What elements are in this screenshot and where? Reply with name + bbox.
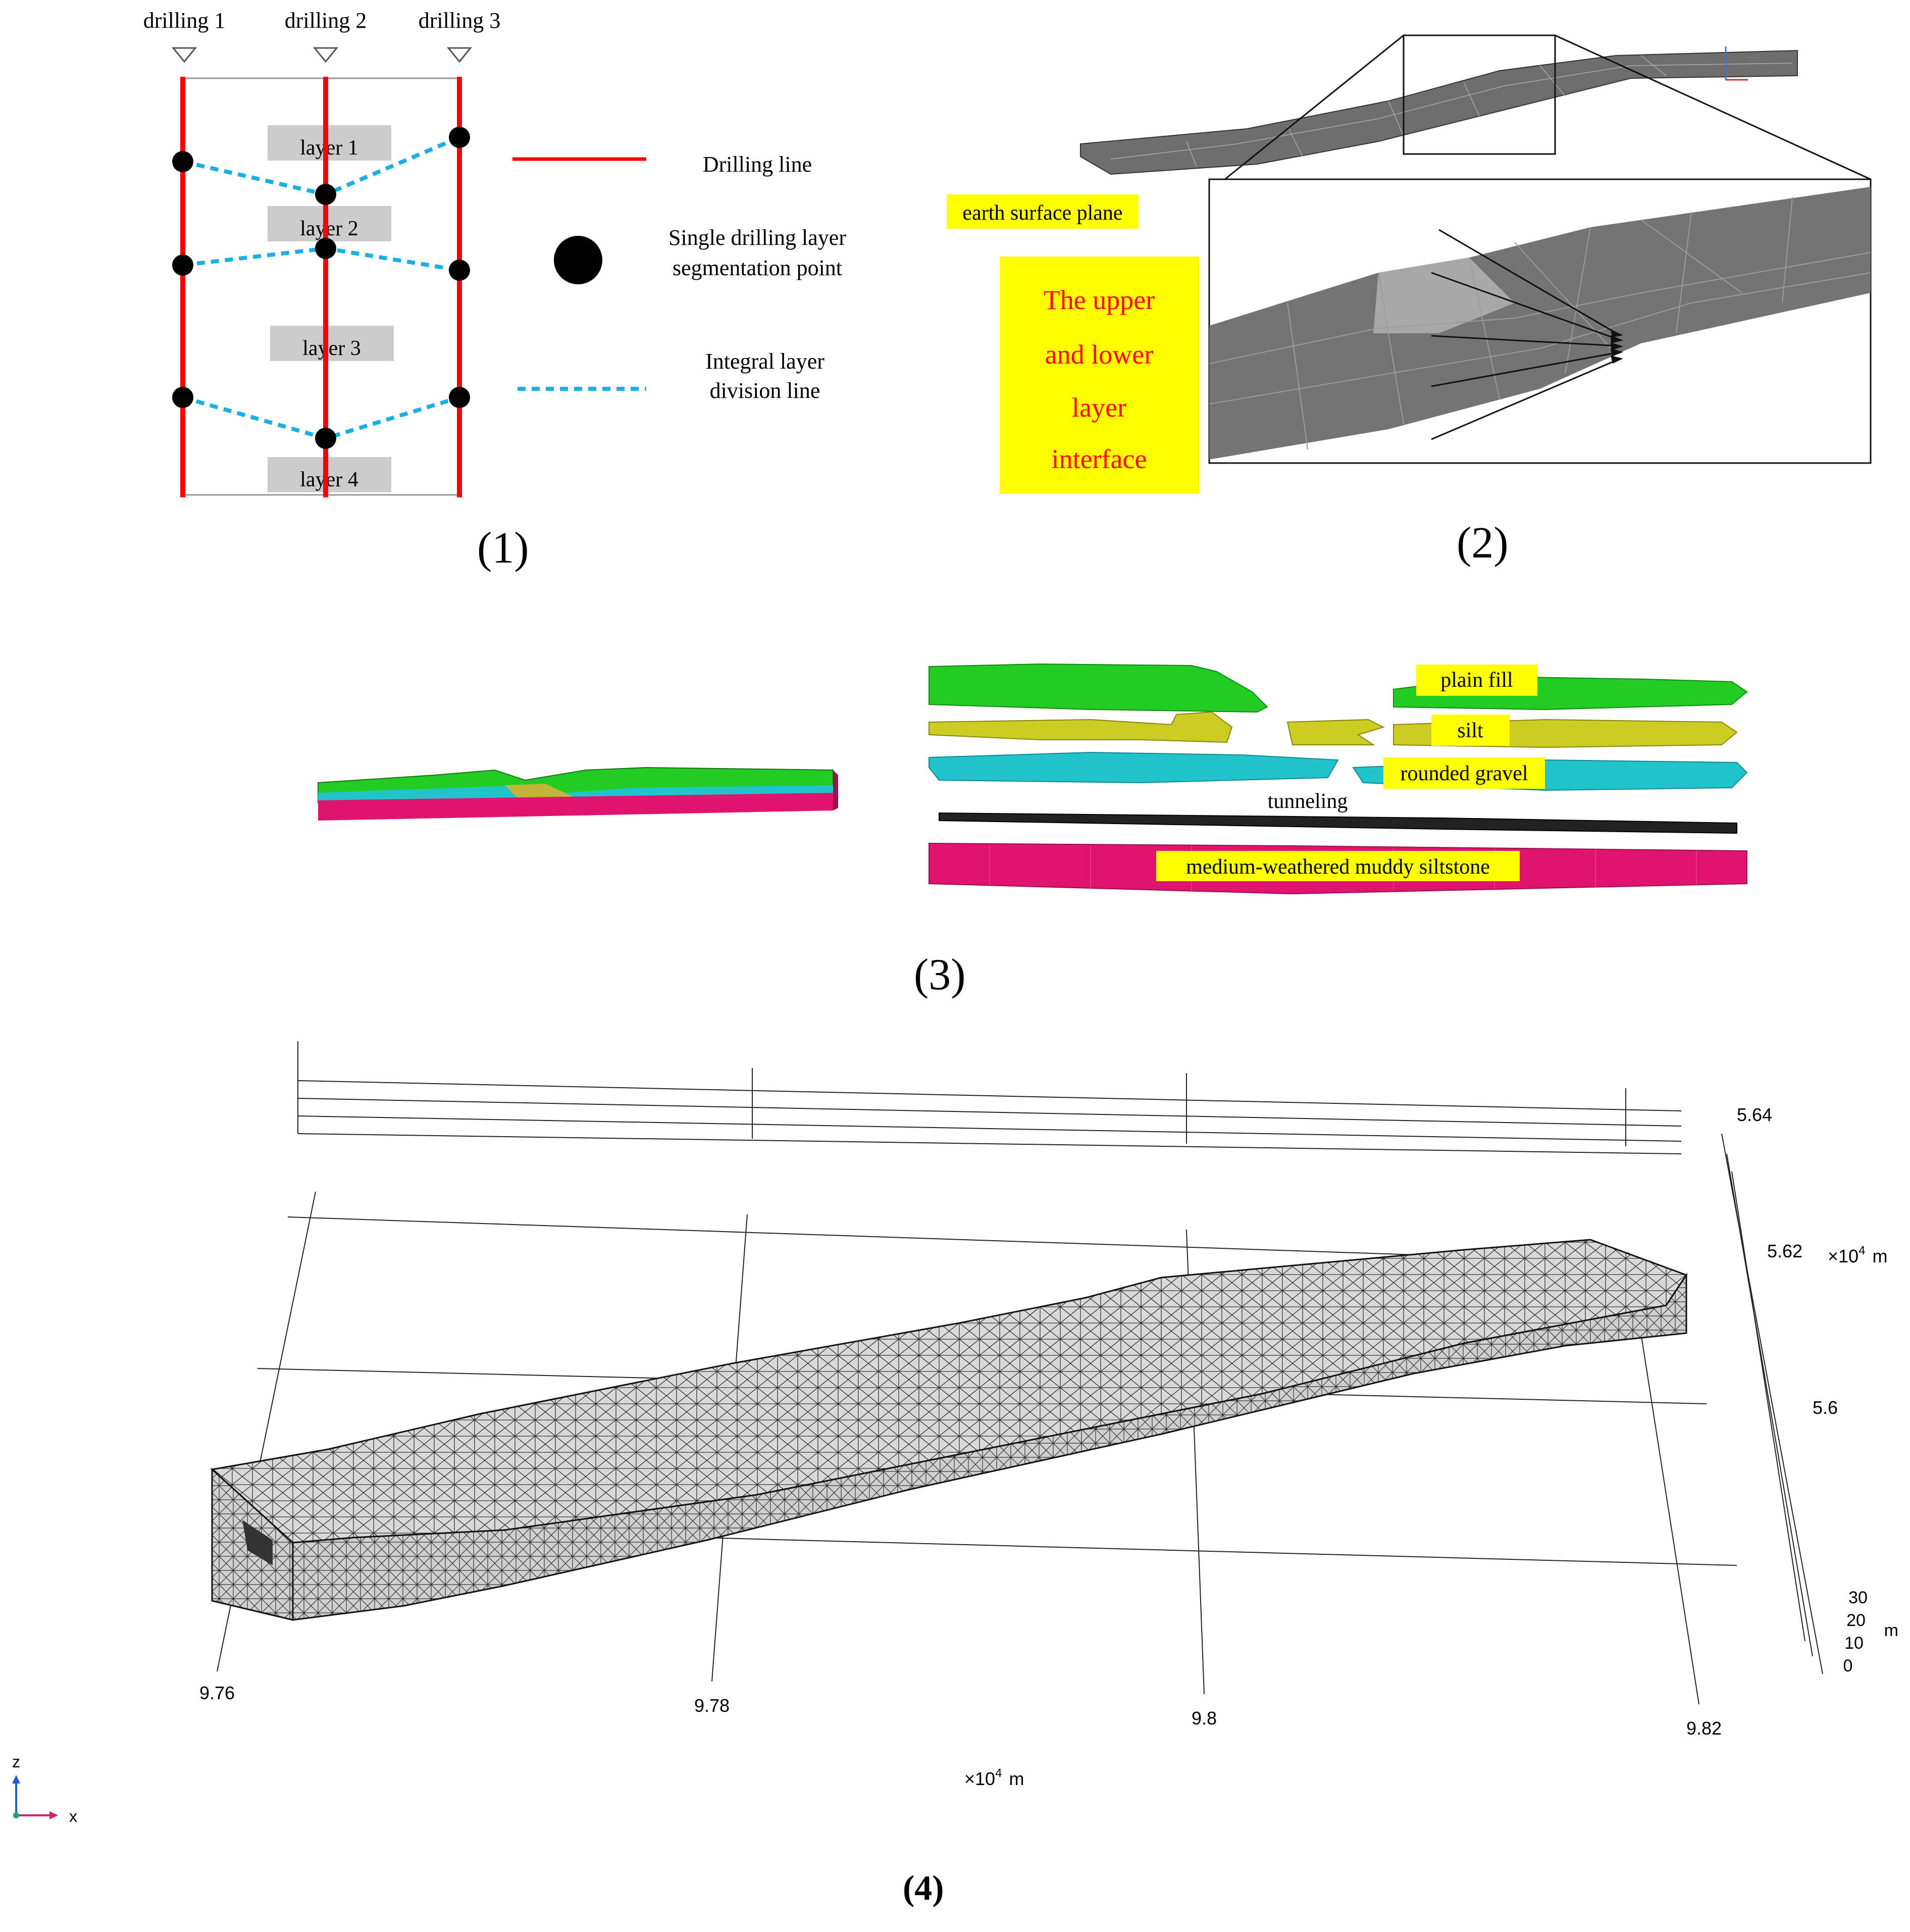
- panel-3-stratigraphic-model: plain fill silt rounded gravel tunneling…: [283, 646, 1797, 929]
- layer-1-box: [268, 125, 391, 161]
- drilling-2-label: drilling 2: [285, 8, 367, 33]
- zoom-detail-model: [1209, 187, 1871, 460]
- panel-3-svg: plain fill silt rounded gravel tunneling…: [318, 663, 1748, 895]
- x-tick-label: 9.8: [1192, 1708, 1217, 1728]
- panel-2-svg: earth surface plane The upper and lower …: [947, 34, 1872, 494]
- overview-model: [1080, 49, 1798, 175]
- zoom-box: [1403, 34, 1556, 155]
- x-tick-label: 9.76: [199, 1683, 235, 1703]
- legend-point-label-2: segmentation point: [673, 256, 842, 280]
- layer-3-box: [270, 326, 394, 361]
- layer-3-label: layer 3: [302, 337, 360, 360]
- plain-fill-label-box: [1416, 665, 1537, 696]
- silt-label-box: [1431, 715, 1510, 746]
- silt-label: silt: [1457, 719, 1483, 742]
- x-tick-label: 9.82: [1686, 1718, 1722, 1739]
- surface-label-box: [947, 194, 1139, 229]
- drilling-3-marker-icon: [446, 47, 473, 63]
- x-tick-label: 9.78: [694, 1695, 730, 1716]
- combined-model-side: [833, 770, 838, 810]
- layer-1-label: layer 1: [300, 136, 358, 160]
- silt-layer-left: [928, 711, 1233, 743]
- layer-2-label: layer 2: [300, 217, 358, 240]
- panel-2-caption: (2): [1457, 519, 1509, 568]
- arrow-heads: [1611, 329, 1623, 364]
- legend-division-label-1: Integral layer: [705, 349, 824, 374]
- legend-point-swatch: [554, 236, 602, 284]
- combined-model-silt: [505, 784, 576, 800]
- rounded-gravel-layer-left: [928, 751, 1339, 784]
- panel-3-caption: (3): [914, 950, 966, 999]
- panel-4-caption: (4): [903, 1869, 944, 1908]
- panel-1-svg: drilling 1 drilling 2 drilling 3 layer 1…: [143, 8, 846, 497]
- interface-label-line-4: interface: [1052, 444, 1147, 474]
- siltstone-label: medium-weathered muddy siltstone: [1186, 855, 1490, 879]
- mesh-side-surface: [211, 1273, 1687, 1621]
- legend-drilling-line-label: Drilling line: [703, 152, 812, 177]
- segmentation-points: [172, 127, 470, 449]
- z-tick-label: 0: [1843, 1656, 1853, 1675]
- z-tick-label: 20: [1846, 1611, 1866, 1630]
- z-tick-label: 10: [1844, 1634, 1864, 1653]
- silt-layer-middle: [1286, 719, 1385, 745]
- panel-2-surface-interface: earth surface plane The upper and lower …: [934, 20, 1883, 495]
- layer-4-label: layer 4: [300, 468, 358, 491]
- drilling-1-label: drilling 1: [143, 8, 226, 33]
- y-tick-label: 5.64: [1737, 1104, 1772, 1125]
- axis-triad-icon: z x: [12, 1753, 77, 1825]
- mesh-dense-patch: [242, 1520, 273, 1565]
- segmentation-point: [172, 151, 193, 172]
- segmentation-point: [449, 387, 470, 408]
- segmentation-point: [172, 387, 193, 408]
- plain-fill-layer-left: [928, 663, 1268, 713]
- axis-grid: [217, 1041, 1823, 1705]
- plain-fill-label: plain fill: [1440, 669, 1513, 692]
- zoom-connector-left: [1209, 34, 1404, 193]
- interface-label-line-2: and lower: [1045, 339, 1153, 370]
- interface-label-box: [1000, 257, 1199, 494]
- segmentation-point: [449, 260, 470, 281]
- tunneling-label: tunneling: [1268, 790, 1348, 813]
- interface-label-line-1: The upper: [1044, 285, 1155, 315]
- drilling-2-marker-icon: [313, 47, 339, 63]
- z-tick-label: 30: [1848, 1588, 1868, 1607]
- surface-label: earth surface plane: [962, 201, 1122, 225]
- y-tick-label: 5.6: [1813, 1397, 1838, 1418]
- rounded-gravel-label: rounded gravel: [1400, 762, 1528, 785]
- z-unit-label: m: [1884, 1621, 1898, 1640]
- combined-model-siltstone: [318, 793, 833, 821]
- segmentation-point: [315, 184, 336, 205]
- segmentation-point: [449, 127, 470, 148]
- rounded-gravel-label-box: [1383, 757, 1545, 789]
- zoom-detail-highlight: [1373, 258, 1515, 333]
- segmentation-point: [315, 428, 336, 449]
- y-tick-label: 5.62: [1767, 1241, 1802, 1261]
- overview-mesh: [1110, 55, 1793, 167]
- layer-4-box: [268, 457, 391, 492]
- segmentation-point: [315, 238, 336, 259]
- siltstone-label-box: [1156, 851, 1520, 881]
- panel-1-borehole-layering: drilling 1 drilling 2 drilling 3 layer 1…: [0, 0, 909, 596]
- pointer-arrows: [1431, 229, 1619, 440]
- drilling-1-marker-icon: [171, 47, 197, 63]
- integral-division-lines: [182, 135, 460, 441]
- legend-division-label-2: division line: [710, 378, 820, 403]
- z-axis-label: z: [12, 1753, 20, 1771]
- segmentation-point: [172, 255, 193, 276]
- layer-2-box: [268, 206, 391, 241]
- drilling-3-label: drilling 3: [419, 8, 501, 33]
- panel-1-caption: (1): [477, 524, 529, 573]
- tunnel-body: [939, 812, 1737, 834]
- interface-label-line-3: layer: [1072, 392, 1126, 423]
- zoom-connector-right: [1555, 34, 1871, 180]
- x-axis-label: x: [69, 1807, 77, 1825]
- mesh-top-surface: [210, 1239, 1688, 1544]
- legend-point-label-1: Single drilling layer: [668, 225, 846, 250]
